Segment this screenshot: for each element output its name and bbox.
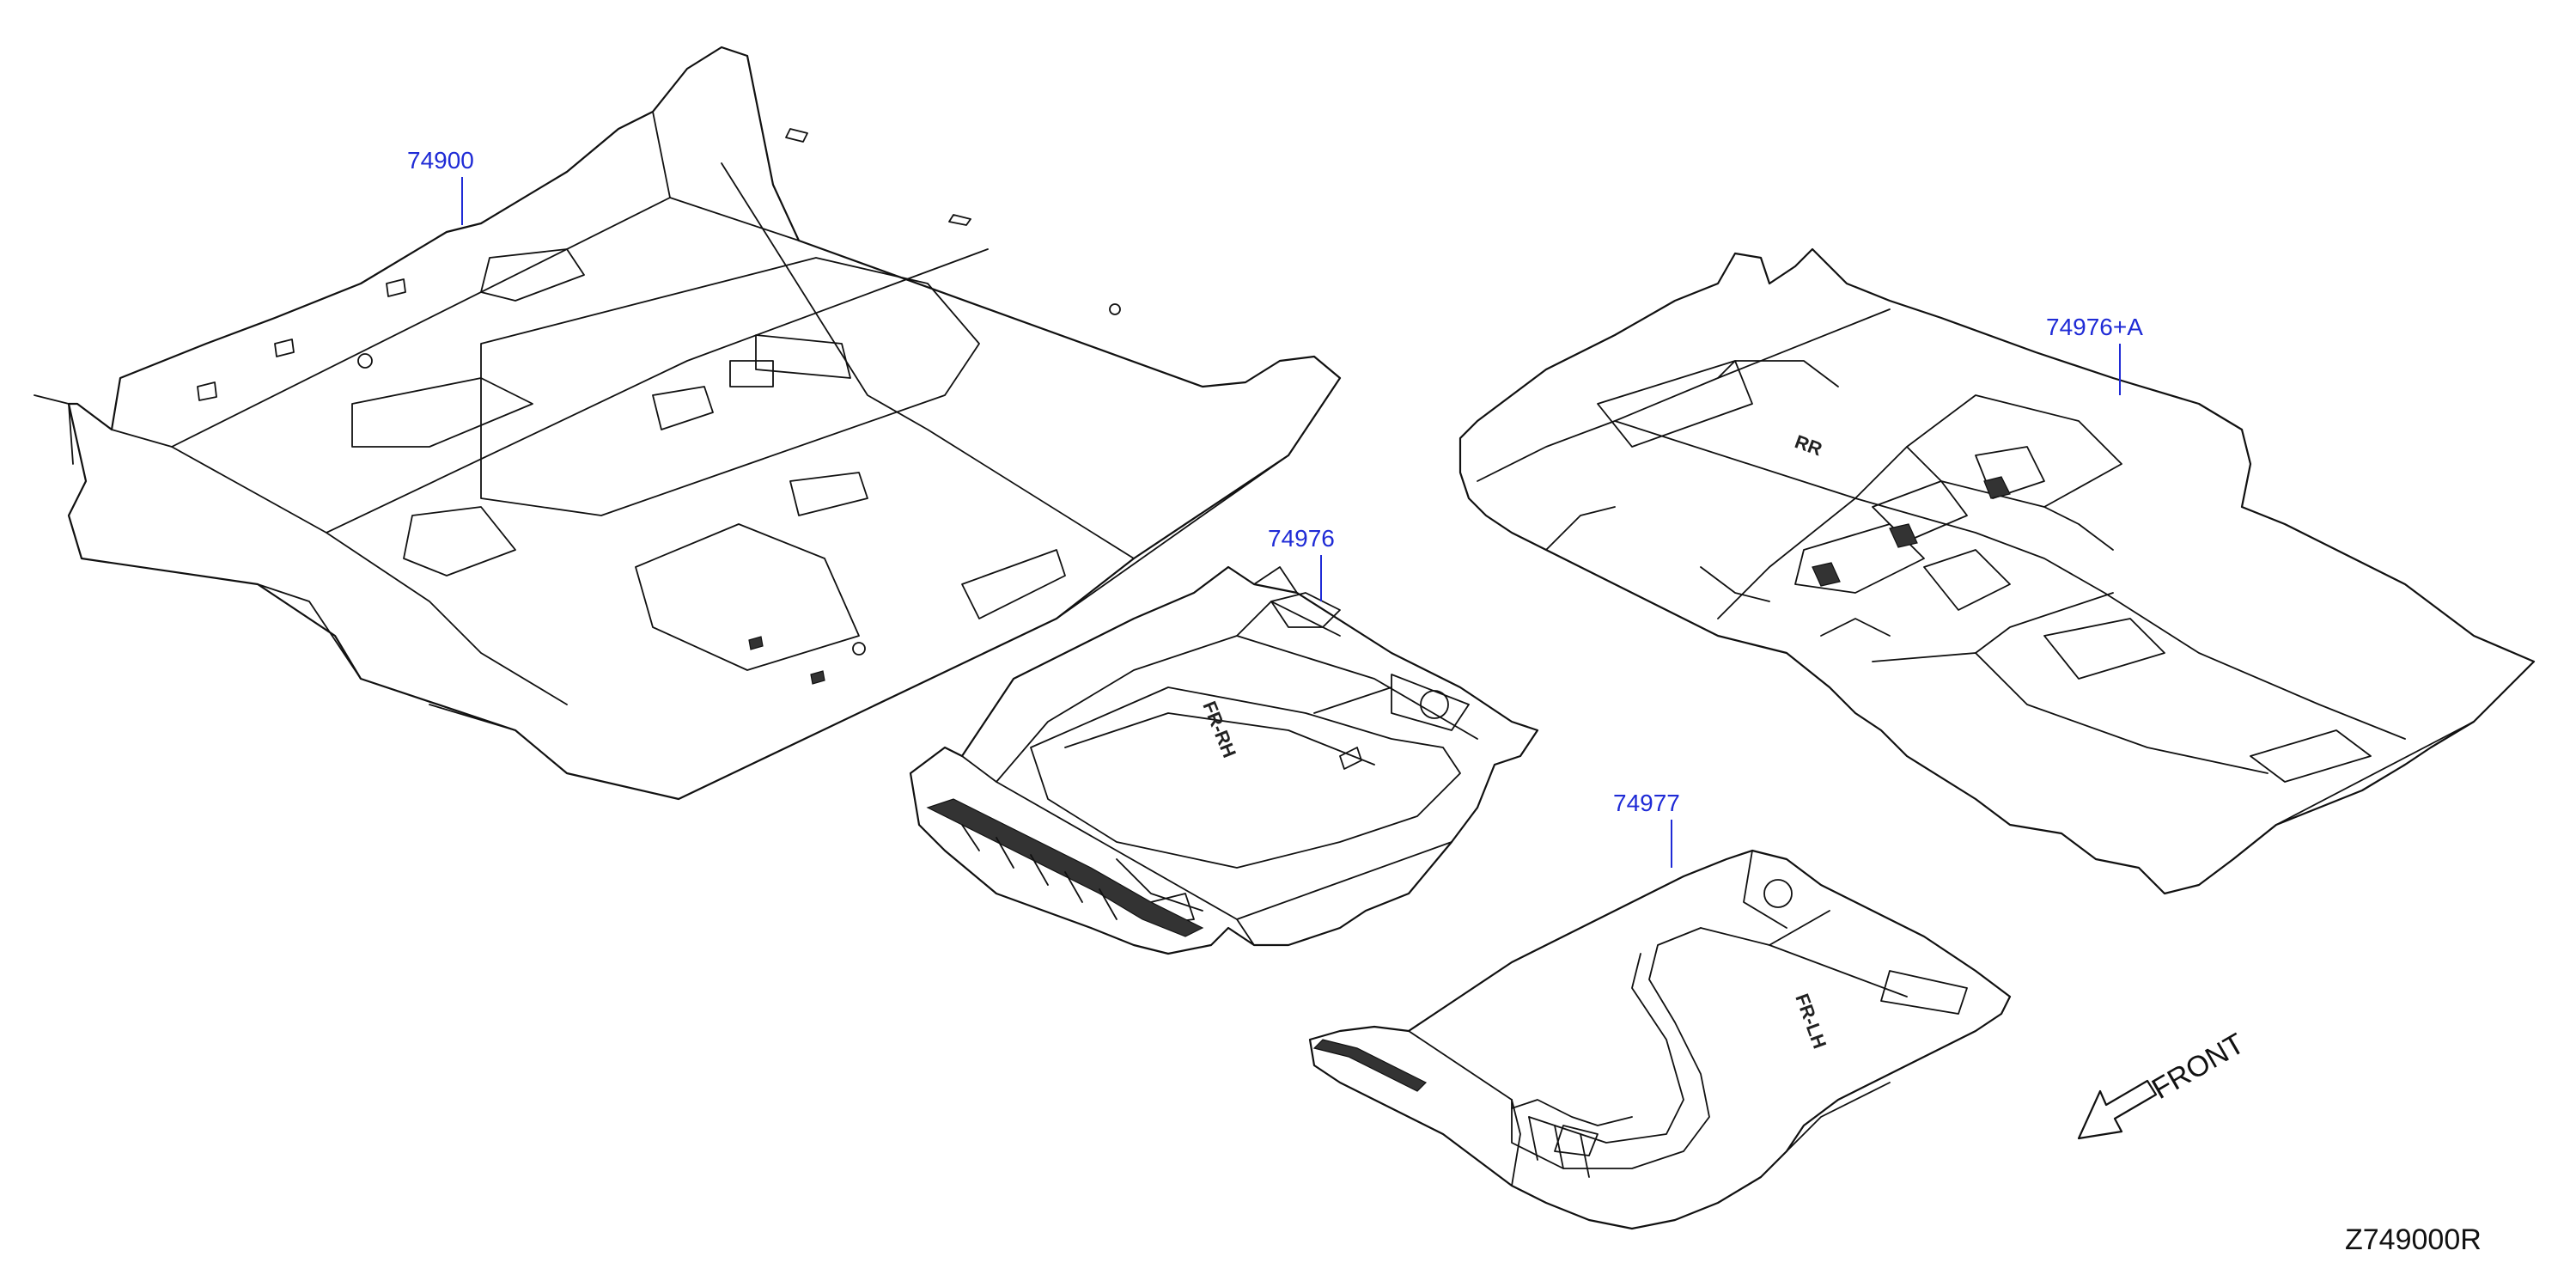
callout-74976-a: 74976+A [2046,314,2143,395]
mat-front-rh: FR-RH [909,565,1539,955]
mat-set-rear: RR [1459,247,2536,895]
diagram-reference-code: Z749000R [2345,1223,2482,1256]
front-arrow-icon [2077,1079,2158,1140]
callout-74900: 74900 [407,147,474,225]
callout-74976: 74976 [1268,525,1335,601]
mat-front-lh: FR-LH [1308,849,2012,1230]
callout-74977: 74977 [1613,790,1680,868]
carpet-floor-main [33,46,1342,801]
part-number-74977[interactable]: 74977 [1613,790,1680,816]
front-label: FRONT [2147,1027,2250,1105]
part-number-74976[interactable]: 74976 [1268,525,1335,552]
part-number-74900[interactable]: 74900 [407,147,474,174]
front-direction-indicator: FRONT [2077,1027,2250,1140]
part-number-74976-a[interactable]: 74976+A [2046,314,2143,340]
